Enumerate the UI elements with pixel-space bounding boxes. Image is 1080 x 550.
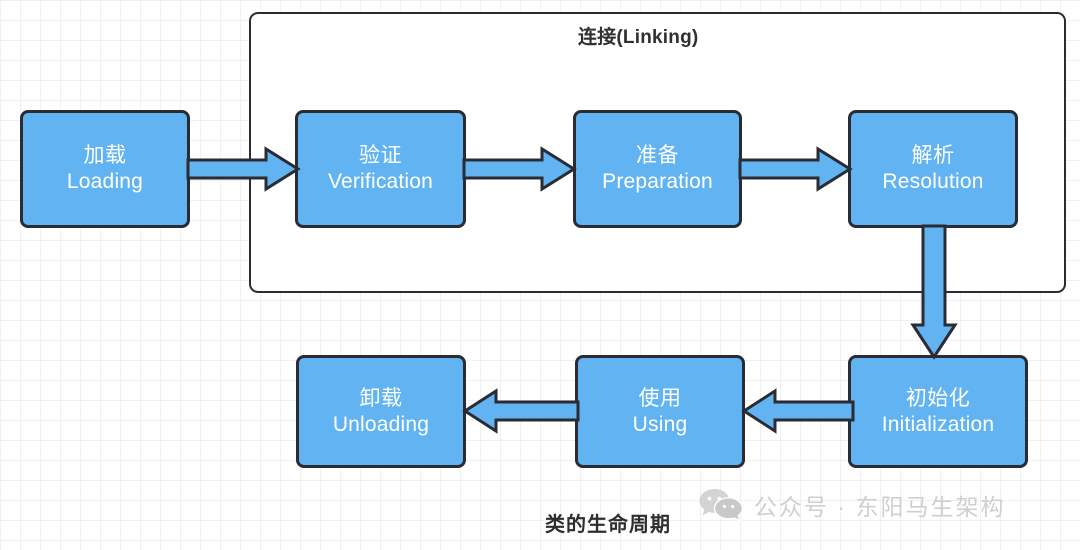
arrow-using-to-unloading xyxy=(462,388,580,434)
node-resolution-cn: 解析 xyxy=(911,144,955,168)
arrow-preparation-to-resolution xyxy=(738,146,853,192)
node-loading-en: Loading xyxy=(66,170,144,193)
node-verification[interactable]: 验证 Verification xyxy=(295,110,466,228)
node-resolution[interactable]: 解析 Resolution xyxy=(848,110,1018,228)
watermark-text: 公众号 · 东阳马生架构 xyxy=(754,494,1006,520)
arrow-verification-to-preparation xyxy=(462,146,577,192)
node-using-en: Using xyxy=(632,412,688,436)
node-preparation-en: Preparation xyxy=(602,170,713,193)
node-resolution-en: Resolution xyxy=(882,170,984,193)
node-initialization-cn: 初始化 xyxy=(905,386,971,410)
arrow-loading-to-verification xyxy=(186,146,301,192)
linking-group-label: 连接(Linking) xyxy=(578,27,699,48)
node-verification-cn: 验证 xyxy=(359,144,402,168)
node-initialization-en: Initialization xyxy=(881,412,995,436)
wechat-icon xyxy=(699,489,744,523)
node-preparation[interactable]: 准备 Preparation xyxy=(573,110,742,228)
node-initialization[interactable]: 初始化 Initialization xyxy=(848,355,1028,468)
watermark: 公众号 · 东阳马生架构 xyxy=(698,487,1005,523)
arrow-initialization-to-using xyxy=(741,388,855,434)
node-unloading-cn: 卸载 xyxy=(359,386,403,410)
node-using-cn: 使用 xyxy=(638,386,682,410)
node-unloading-en: Unloading xyxy=(332,412,430,436)
arrow-resolution-to-initialization xyxy=(910,224,958,360)
node-verification-en: Verification xyxy=(327,170,434,193)
node-loading[interactable]: 加载 Loading xyxy=(20,110,190,228)
node-unloading[interactable]: 卸载 Unloading xyxy=(296,355,466,468)
node-using[interactable]: 使用 Using xyxy=(575,355,745,468)
diagram-caption: 类的生命周期 xyxy=(545,514,671,536)
node-loading-cn: 加载 xyxy=(83,144,127,168)
node-preparation-cn: 准备 xyxy=(636,144,679,168)
